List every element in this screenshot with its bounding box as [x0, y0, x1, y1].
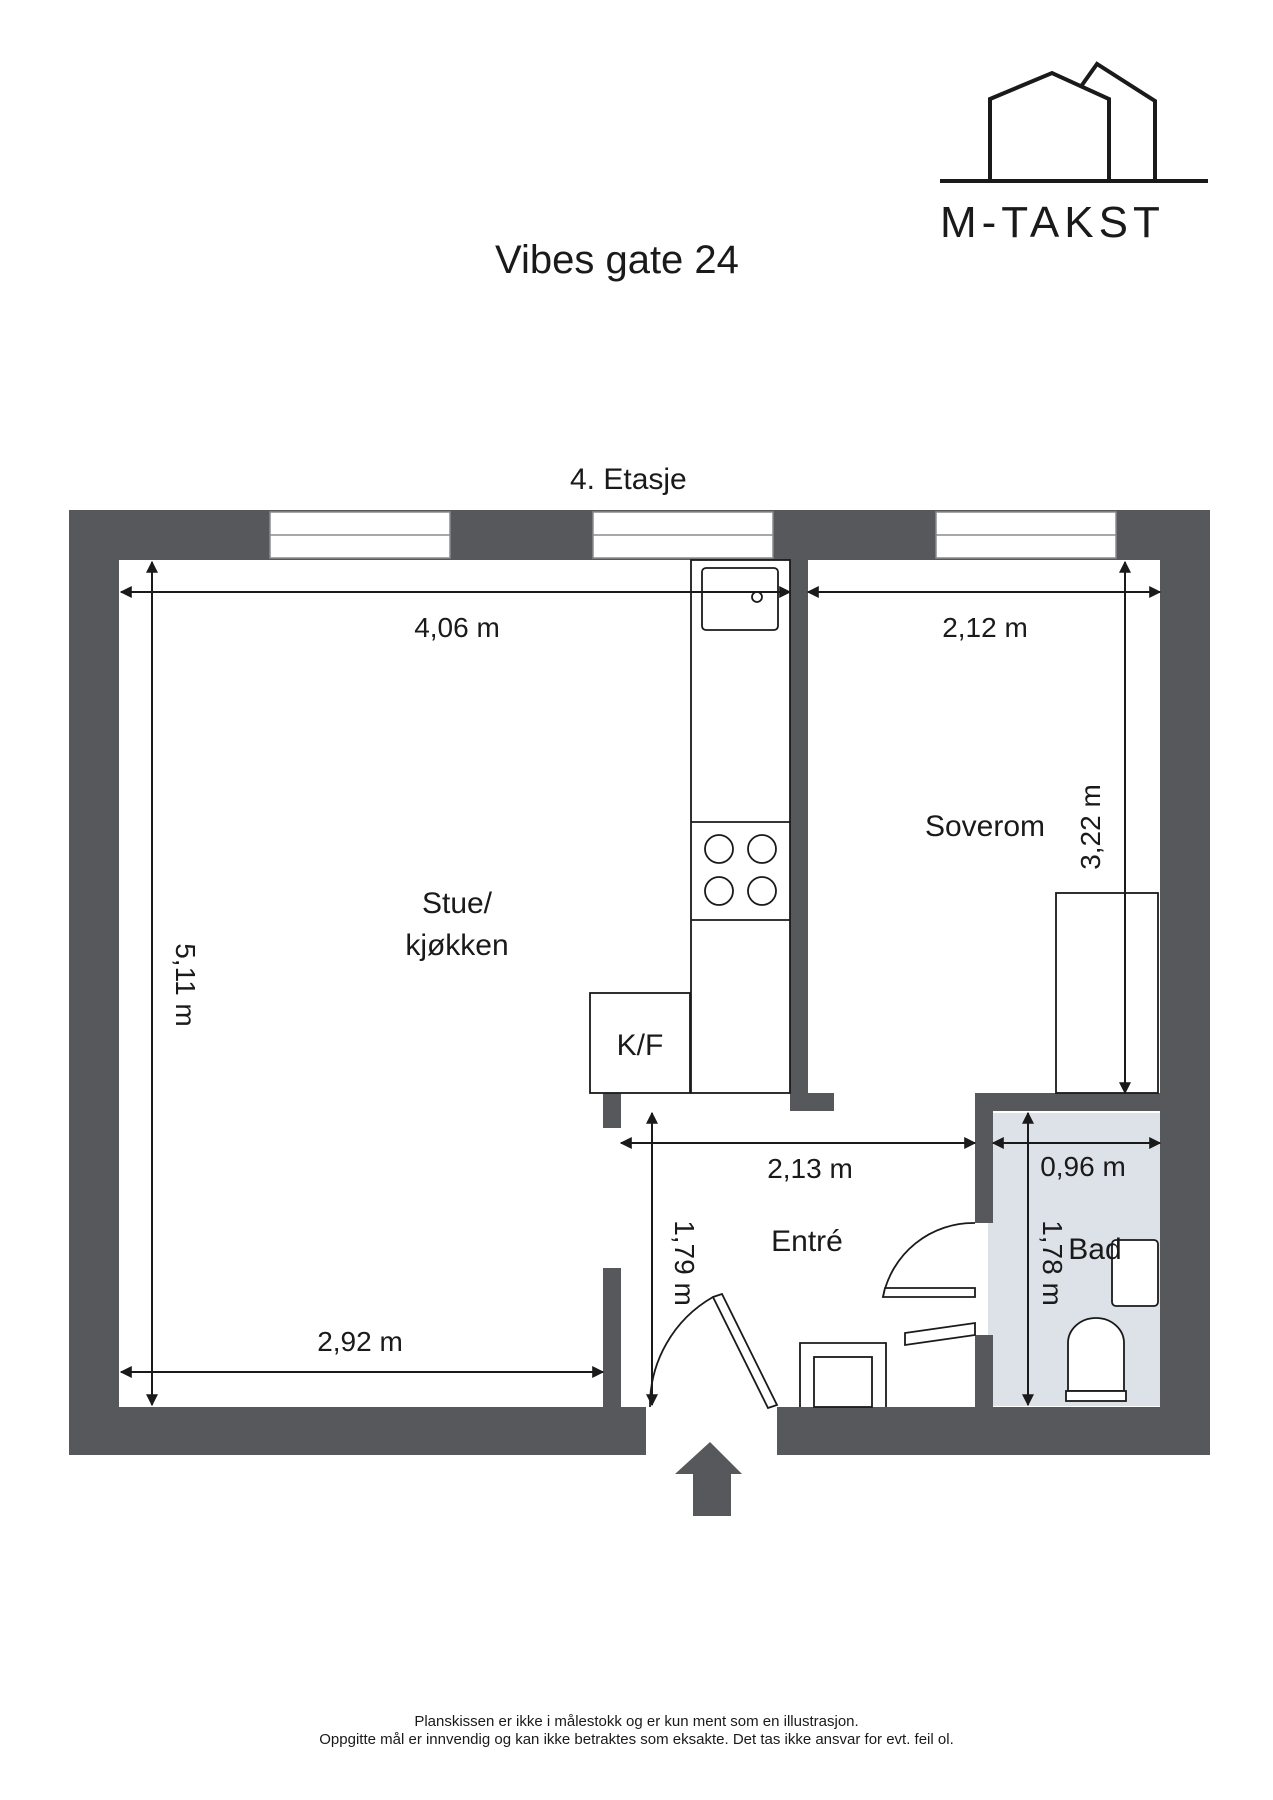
dim-bedroom-height: 3,22 m: [1075, 784, 1106, 870]
room-label-living-1: Stue/: [422, 887, 493, 920]
toilet-tank: [1065, 1390, 1127, 1402]
dimension-lines: [119, 560, 1162, 1407]
dim-bedroom-width: 2,12 m: [942, 612, 1028, 643]
wall-left: [69, 510, 119, 1455]
room-label-bedroom: Soverom: [925, 810, 1045, 843]
bath-door-swing: [882, 1222, 976, 1298]
room-label-entrance: Entré: [771, 1225, 843, 1258]
logo-house-left: [988, 70, 1111, 181]
dim-living-width-top: 4,06 m: [414, 612, 500, 643]
entry-bench: [799, 1321, 976, 1408]
dim-bath-width: 0,96 m: [1040, 1151, 1126, 1182]
logo-house-right: [1080, 61, 1157, 181]
windows: [269, 511, 1117, 559]
floor-label: 4. Etasje: [570, 463, 687, 496]
wall-bath-left-bottom: [975, 1335, 993, 1407]
toilet-icon: [1067, 1317, 1125, 1392]
dim-living-height: 5,11 m: [170, 943, 201, 1027]
doors: [649, 1222, 976, 1410]
bathroom-fixtures: [1065, 1239, 1159, 1402]
m-takst-logo: [940, 61, 1208, 183]
footer-disclaimer-1: Planskissen er ikke i målestokk og er ku…: [414, 1713, 859, 1730]
fridge-label: K/F: [617, 1029, 664, 1062]
wall-bath-top: [975, 1093, 1160, 1111]
dim-bath-height: 1,78 m: [1037, 1220, 1068, 1306]
wall-entry-left: [603, 1268, 621, 1408]
brand-name: M-TAKST: [940, 198, 1165, 247]
dim-entrance-width: 2,13 m: [767, 1153, 853, 1184]
room-label-living-2: kjøkken: [405, 929, 508, 962]
page-title: Vibes gate 24: [495, 238, 739, 282]
dim-entrance-height: 1,79 m: [669, 1220, 700, 1306]
wall-bath-left-top: [975, 1093, 993, 1223]
washbasin-icon: [1111, 1239, 1159, 1307]
bench-seat: [813, 1356, 873, 1408]
stove-icon: [704, 834, 777, 906]
kitchen-counter: [589, 559, 791, 1094]
footer-disclaimer-2: Oppgitte mål er innvendig og kan ikke be…: [319, 1731, 954, 1748]
counter-run: [690, 559, 791, 1094]
wall-right: [1160, 510, 1210, 1455]
wall-entry-stub: [603, 1093, 621, 1128]
wall-stub-top: [790, 1093, 834, 1111]
front-door-swing: [649, 1296, 714, 1408]
shoe-rack: [904, 1321, 976, 1347]
wall-bottom-right: [777, 1407, 1210, 1455]
front-door-leaf: [711, 1292, 779, 1410]
entry-arrow-icon: [675, 1442, 742, 1516]
fridge-box: [589, 992, 691, 1094]
room-label-bathroom: Bad: [1068, 1233, 1121, 1266]
dim-living-width-bottom: 2,92 m: [317, 1326, 403, 1357]
wardrobe: [1055, 892, 1159, 1094]
wall-bottom-left: [69, 1407, 646, 1455]
bath-door-leaf: [881, 1287, 976, 1298]
sink: [701, 567, 779, 631]
sink-drain-icon: [751, 591, 763, 603]
wall-kitchen-bedroom: [790, 558, 808, 1097]
